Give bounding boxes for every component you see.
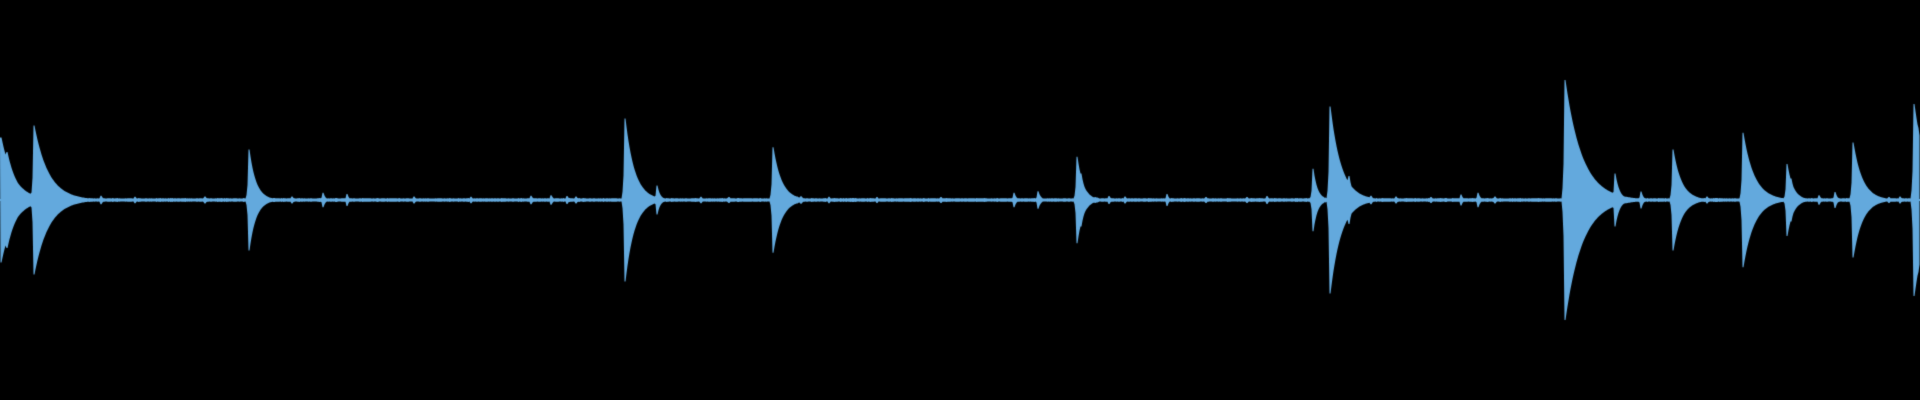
audio-waveform-viewer[interactable] <box>0 0 1920 400</box>
waveform-canvas[interactable] <box>0 0 1920 400</box>
